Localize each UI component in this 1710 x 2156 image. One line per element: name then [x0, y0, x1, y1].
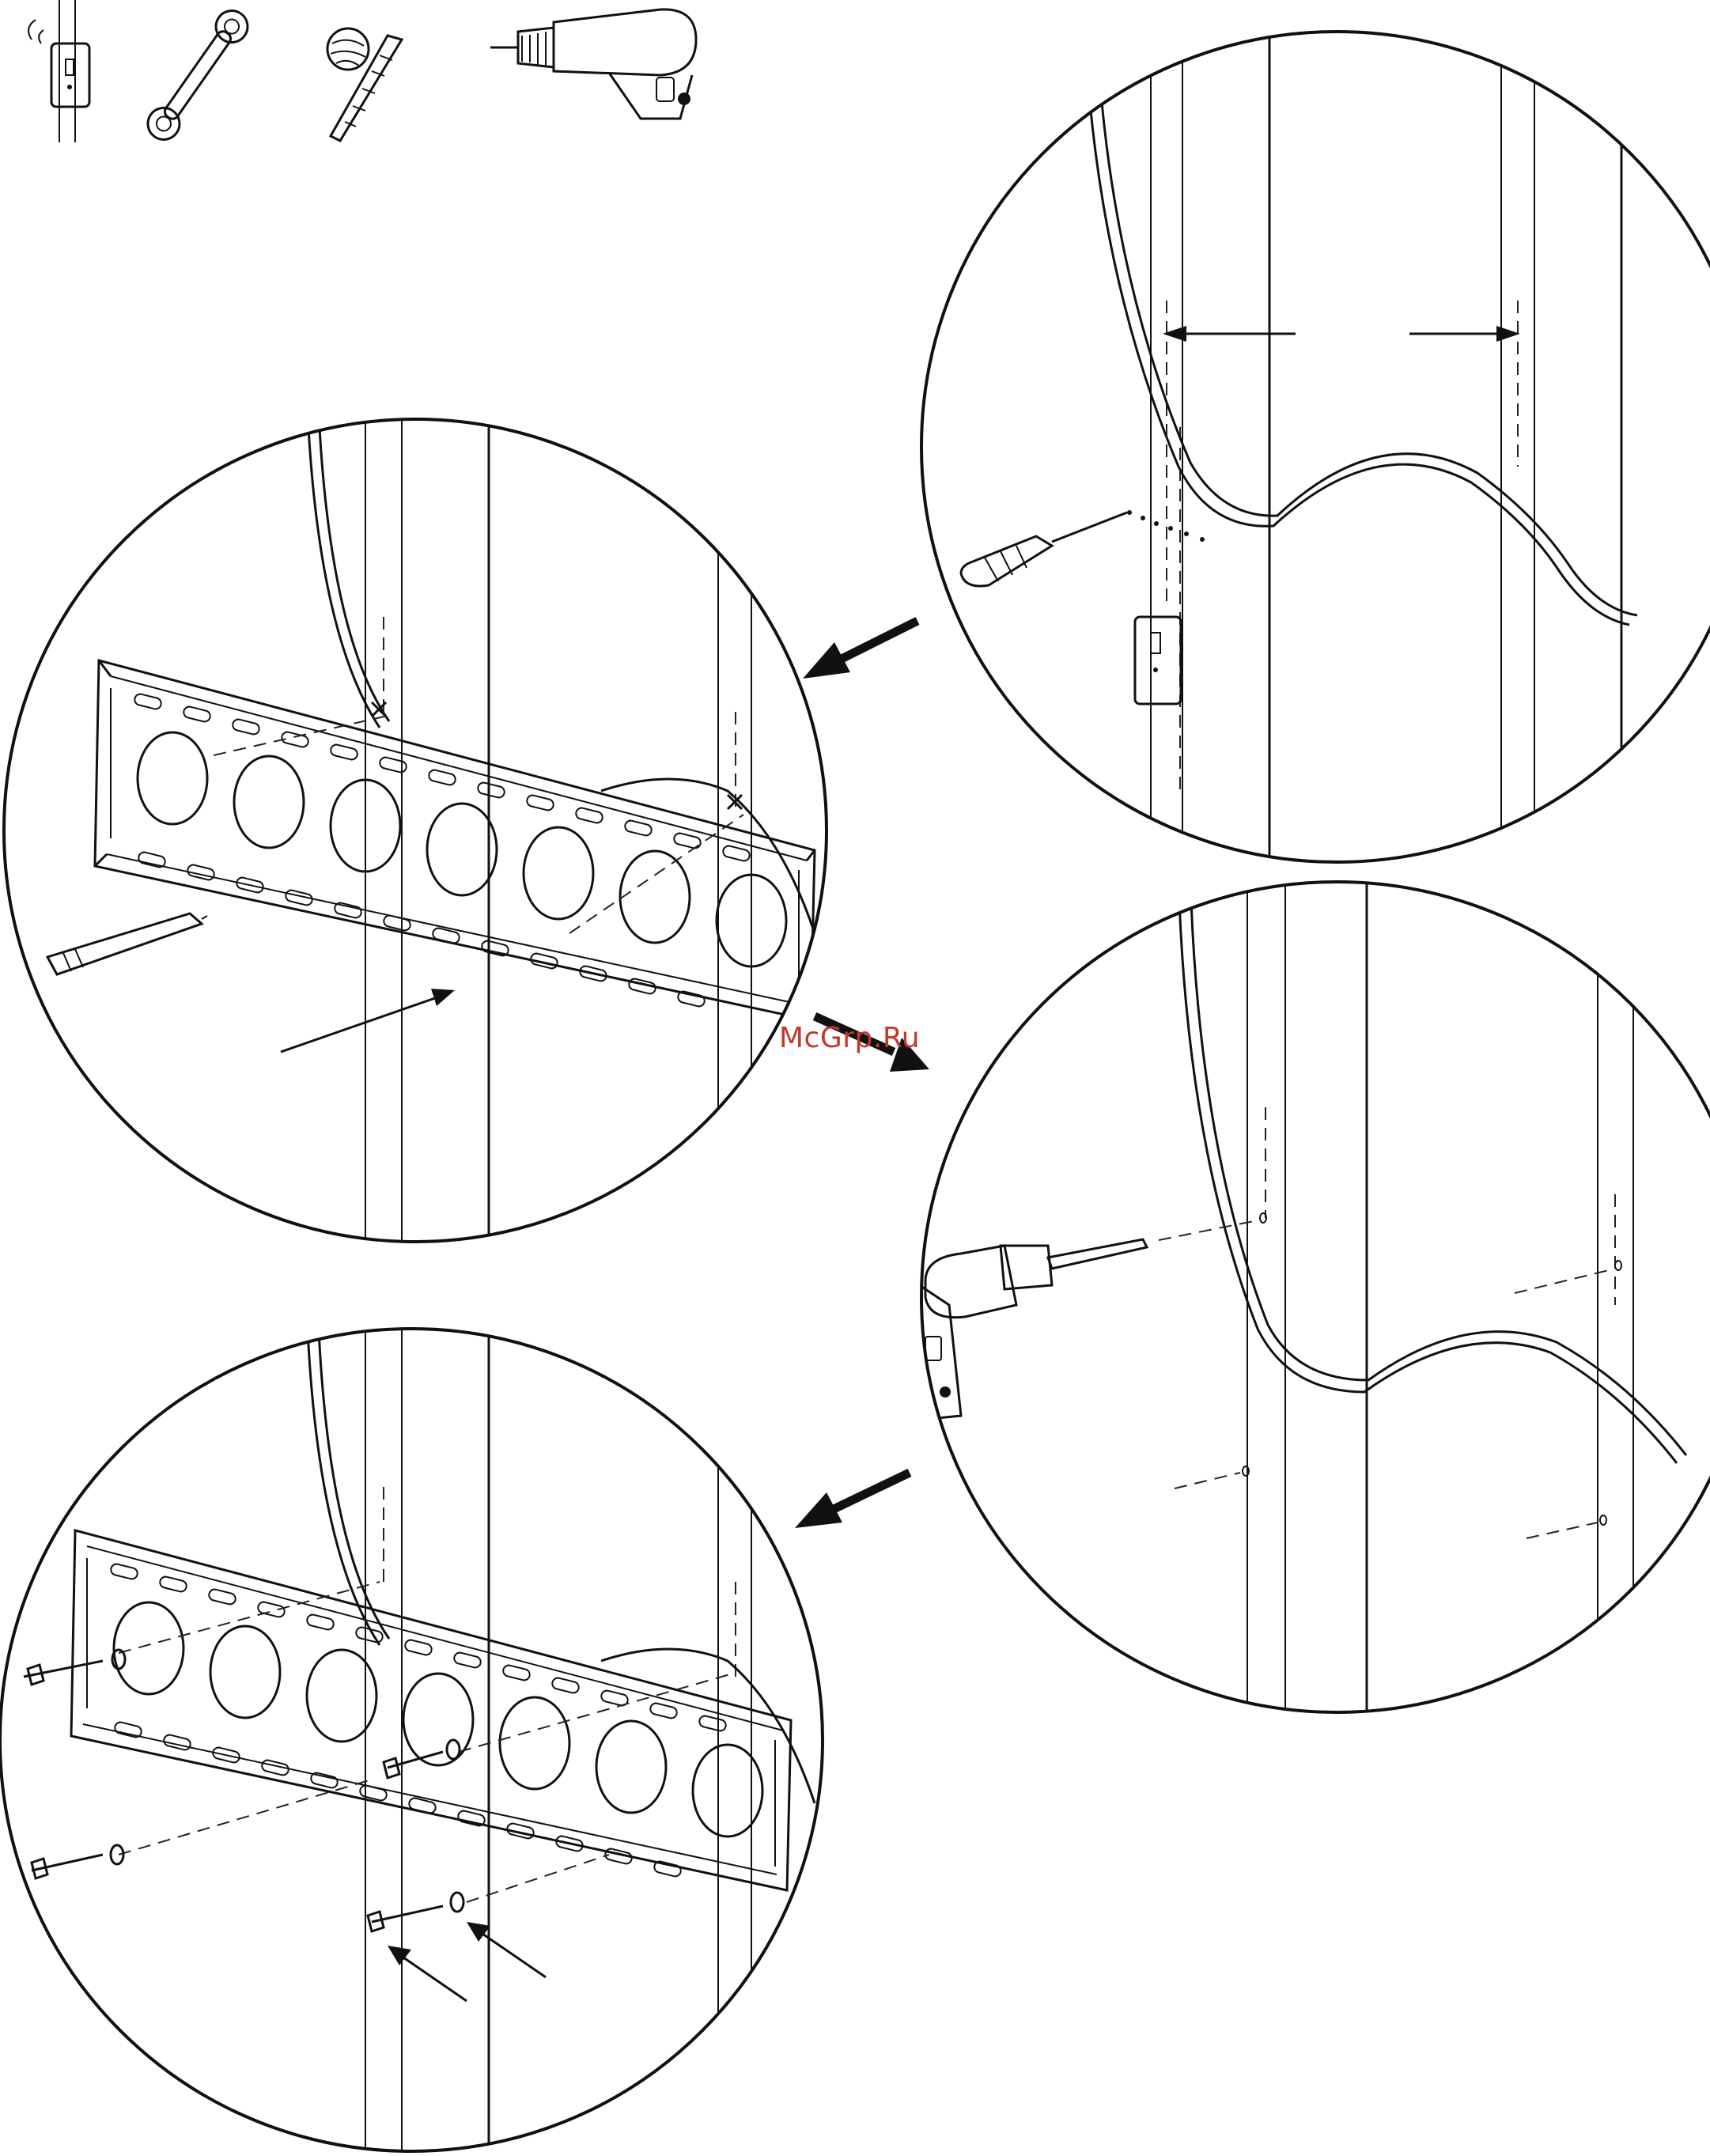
watermark: McGrp.Ru: [779, 1022, 920, 1054]
step-arrow: [795, 1473, 910, 1528]
stud-finder-icon: [28, 0, 89, 142]
step-drill-pilot-holes: [914, 870, 1710, 1740]
step-arrow: [803, 621, 917, 679]
wrench-icon: [142, 5, 254, 146]
drill-bit-icon: [327, 28, 402, 141]
tools-row: [28, 0, 696, 146]
step-align-bracket: [4, 395, 832, 1265]
step-attach-bolts: [0, 1313, 832, 2156]
power-drill-icon: [490, 9, 696, 119]
step-mark-studs: [921, 0, 1710, 870]
